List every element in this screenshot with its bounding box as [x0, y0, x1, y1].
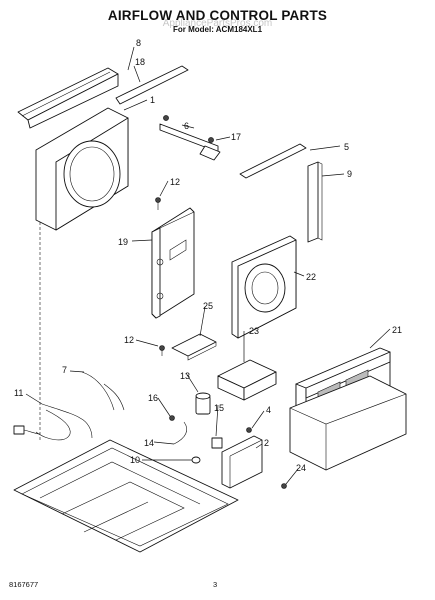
callout-22: 22 [306, 272, 316, 282]
callout-10: 10 [130, 455, 140, 465]
part-7-harness[interactable] [81, 371, 125, 411]
callout-13: 13 [180, 371, 190, 381]
callout-18: 18 [135, 57, 145, 67]
part-13-capacitor[interactable] [195, 392, 211, 415]
callout-1: 1 [150, 95, 155, 105]
callout-17: 17 [231, 132, 241, 142]
callout-12-lower: 12 [124, 335, 134, 345]
part-12-screw-lower[interactable] [159, 345, 165, 357]
callout-19: 19 [118, 237, 128, 247]
callout-15: 15 [214, 403, 224, 413]
part-14-tube[interactable] [173, 421, 187, 445]
callout-4: 4 [266, 405, 271, 415]
part-5-foam-strip[interactable] [239, 143, 307, 179]
callout-2: 2 [264, 438, 269, 448]
part-16-screw[interactable] [169, 415, 175, 421]
part-25-cover-plate[interactable] [171, 333, 217, 361]
callout-11: 11 [14, 388, 23, 398]
part-4-screw[interactable] [246, 427, 252, 433]
part-22-scroll-housing[interactable] [231, 235, 297, 339]
part-11-power-cord[interactable] [13, 403, 93, 441]
callout-labels: 8 18 1 6 17 5 9 12 19 22 25 23 21 12 7 1… [14, 38, 402, 473]
callout-14: 14 [144, 438, 154, 448]
part-21-grille[interactable] [289, 375, 407, 471]
part-23-control-box[interactable] [217, 359, 277, 401]
leader-lines [25, 46, 391, 485]
callout-7: 7 [62, 365, 67, 375]
part-6-17-bracket[interactable] [159, 115, 221, 161]
document-number: 8167677 [9, 580, 39, 589]
part-10-knob[interactable] [191, 456, 201, 464]
part-15-switch[interactable] [211, 437, 223, 449]
model-subtitle: For Model: ACM184XL1 [172, 25, 263, 34]
part-18-gasket-strip[interactable] [115, 65, 189, 105]
callout-12-upper: 12 [170, 177, 180, 187]
part-1-fan-shroud[interactable] [35, 107, 129, 440]
base-pan [13, 439, 239, 553]
callout-23: 23 [249, 326, 259, 336]
callout-24: 24 [296, 463, 306, 473]
callout-8: 8 [136, 38, 141, 48]
callout-16: 16 [148, 393, 158, 403]
part-9-vertical-seal[interactable] [307, 161, 323, 243]
callout-6: 6 [184, 121, 189, 131]
page-number: 3 [213, 580, 218, 589]
part-24-screw[interactable] [281, 483, 287, 489]
part-2-control-panel[interactable] [221, 435, 263, 489]
callout-5: 5 [344, 142, 349, 152]
page-title: AIRFLOW AND CONTROL PARTS [107, 8, 328, 23]
part-19-control-bracket[interactable] [151, 207, 195, 319]
part-8-top-rail[interactable] [17, 67, 119, 129]
part-12-screw-upper[interactable] [155, 197, 161, 211]
watermark: AppliancePartsPros.com [162, 18, 273, 29]
callout-25: 25 [203, 301, 213, 311]
callout-9: 9 [347, 169, 352, 179]
callout-21: 21 [392, 325, 402, 335]
